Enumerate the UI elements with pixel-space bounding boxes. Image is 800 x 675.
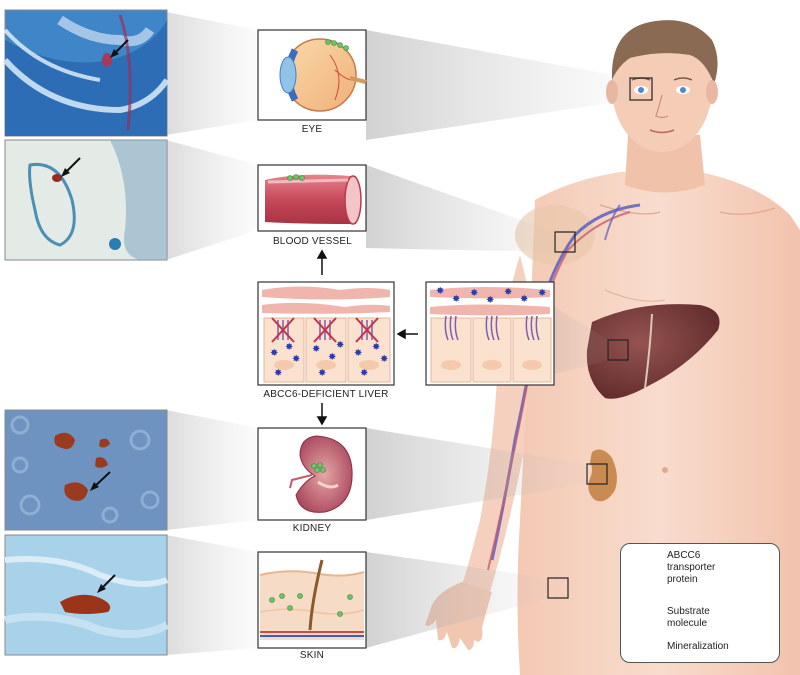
svg-text:✸: ✸ xyxy=(336,340,344,351)
legend-mineralization-label: Mineralization xyxy=(667,641,729,652)
arrow-icon xyxy=(110,39,129,58)
right-brow xyxy=(673,77,693,81)
svg-text:✸: ✸ xyxy=(372,342,380,353)
deficient-liver-panel: ✸✸✸ ✸✸✸ ✸✸✸ ✸✸✸ xyxy=(257,281,395,386)
kidney-label: KIDNEY xyxy=(292,523,332,534)
kidney-micrograph xyxy=(4,409,168,531)
svg-text:✸: ✸ xyxy=(452,294,460,305)
collarbone-right xyxy=(719,207,776,215)
legend-transporter-line1: ABCC6 xyxy=(667,550,701,561)
kidney-organ xyxy=(588,449,617,502)
navel xyxy=(662,467,668,473)
svg-text:✸: ✸ xyxy=(360,368,368,379)
svg-text:✸: ✸ xyxy=(354,348,362,359)
svg-text:✸: ✸ xyxy=(312,344,320,355)
svg-text:✸: ✸ xyxy=(520,294,528,305)
transporter-icon xyxy=(444,315,540,341)
substrate-molecules: ✸ ✸ ✸ ✸ ✸ ✸ ✸ xyxy=(436,286,546,306)
eye-panel xyxy=(257,29,367,121)
mineralization-deposits xyxy=(287,174,305,181)
eye-micrograph xyxy=(2,9,170,137)
arrow-to-kidney xyxy=(316,403,328,426)
legend-box: ABCC6 transporter protein Substrate mole… xyxy=(620,543,780,663)
svg-text:✸: ✸ xyxy=(318,368,326,379)
legend-substrate-line1: Substrate xyxy=(667,606,710,617)
neck xyxy=(625,135,705,193)
arrow-icon xyxy=(90,471,111,491)
hair xyxy=(611,20,718,85)
svg-text:✸: ✸ xyxy=(285,342,293,353)
skin-micrograph xyxy=(4,534,169,656)
kidney-panel xyxy=(257,427,367,521)
legend-transporter-line2: transporter xyxy=(667,562,716,573)
arrow-to-blood-vessel xyxy=(316,249,328,275)
nose xyxy=(655,94,669,119)
mouth xyxy=(649,129,675,134)
mineralization-deposits xyxy=(269,593,353,617)
left-iris xyxy=(638,87,644,93)
legend-substrate-line2: molecule xyxy=(667,618,708,629)
arrow-normal-to-deficient xyxy=(396,328,418,340)
svg-text:✸: ✸ xyxy=(470,288,478,299)
right-iris xyxy=(680,87,686,93)
skin-label: SKIN xyxy=(299,650,325,661)
svg-text:✸: ✸ xyxy=(538,288,546,299)
cross-mark-icon xyxy=(271,317,379,343)
blood-vessel-label: BLOOD VESSEL xyxy=(272,236,353,247)
svg-text:✸: ✸ xyxy=(274,368,282,379)
substrate-molecules: ✸✸✸ ✸✸✸ ✸✸✸ ✸✸✸ xyxy=(270,340,388,379)
chest-line xyxy=(604,289,666,302)
eye-label: EYE xyxy=(301,124,323,135)
skin-panel xyxy=(257,551,367,649)
liver-ligament xyxy=(644,313,653,389)
mineralization-deposits xyxy=(311,462,326,473)
liver-organ xyxy=(586,304,720,399)
collarbone-left xyxy=(599,204,661,215)
svg-text:✸: ✸ xyxy=(380,354,388,365)
svg-text:✸: ✸ xyxy=(436,286,444,297)
normal-liver-panel: ✸ ✸ ✸ ✸ ✸ ✸ ✸ xyxy=(425,281,555,386)
svg-text:✸: ✸ xyxy=(292,354,300,365)
right-ear xyxy=(706,80,718,104)
arrow-icon xyxy=(97,574,116,593)
liver-label: ABCC6-DEFICIENT LIVER xyxy=(263,389,389,400)
svg-text:✸: ✸ xyxy=(504,287,512,298)
svg-text:✸: ✸ xyxy=(486,295,494,306)
blood-vessel-panel xyxy=(257,164,367,232)
svg-text:✸: ✸ xyxy=(270,348,278,359)
vessel-micrograph xyxy=(4,139,168,261)
legend-transporter-line3: protein xyxy=(667,574,698,585)
arrow-icon xyxy=(61,157,81,177)
mineralization-deposits xyxy=(325,39,349,51)
vessel-branch xyxy=(604,204,621,241)
svg-text:✸: ✸ xyxy=(328,352,336,363)
